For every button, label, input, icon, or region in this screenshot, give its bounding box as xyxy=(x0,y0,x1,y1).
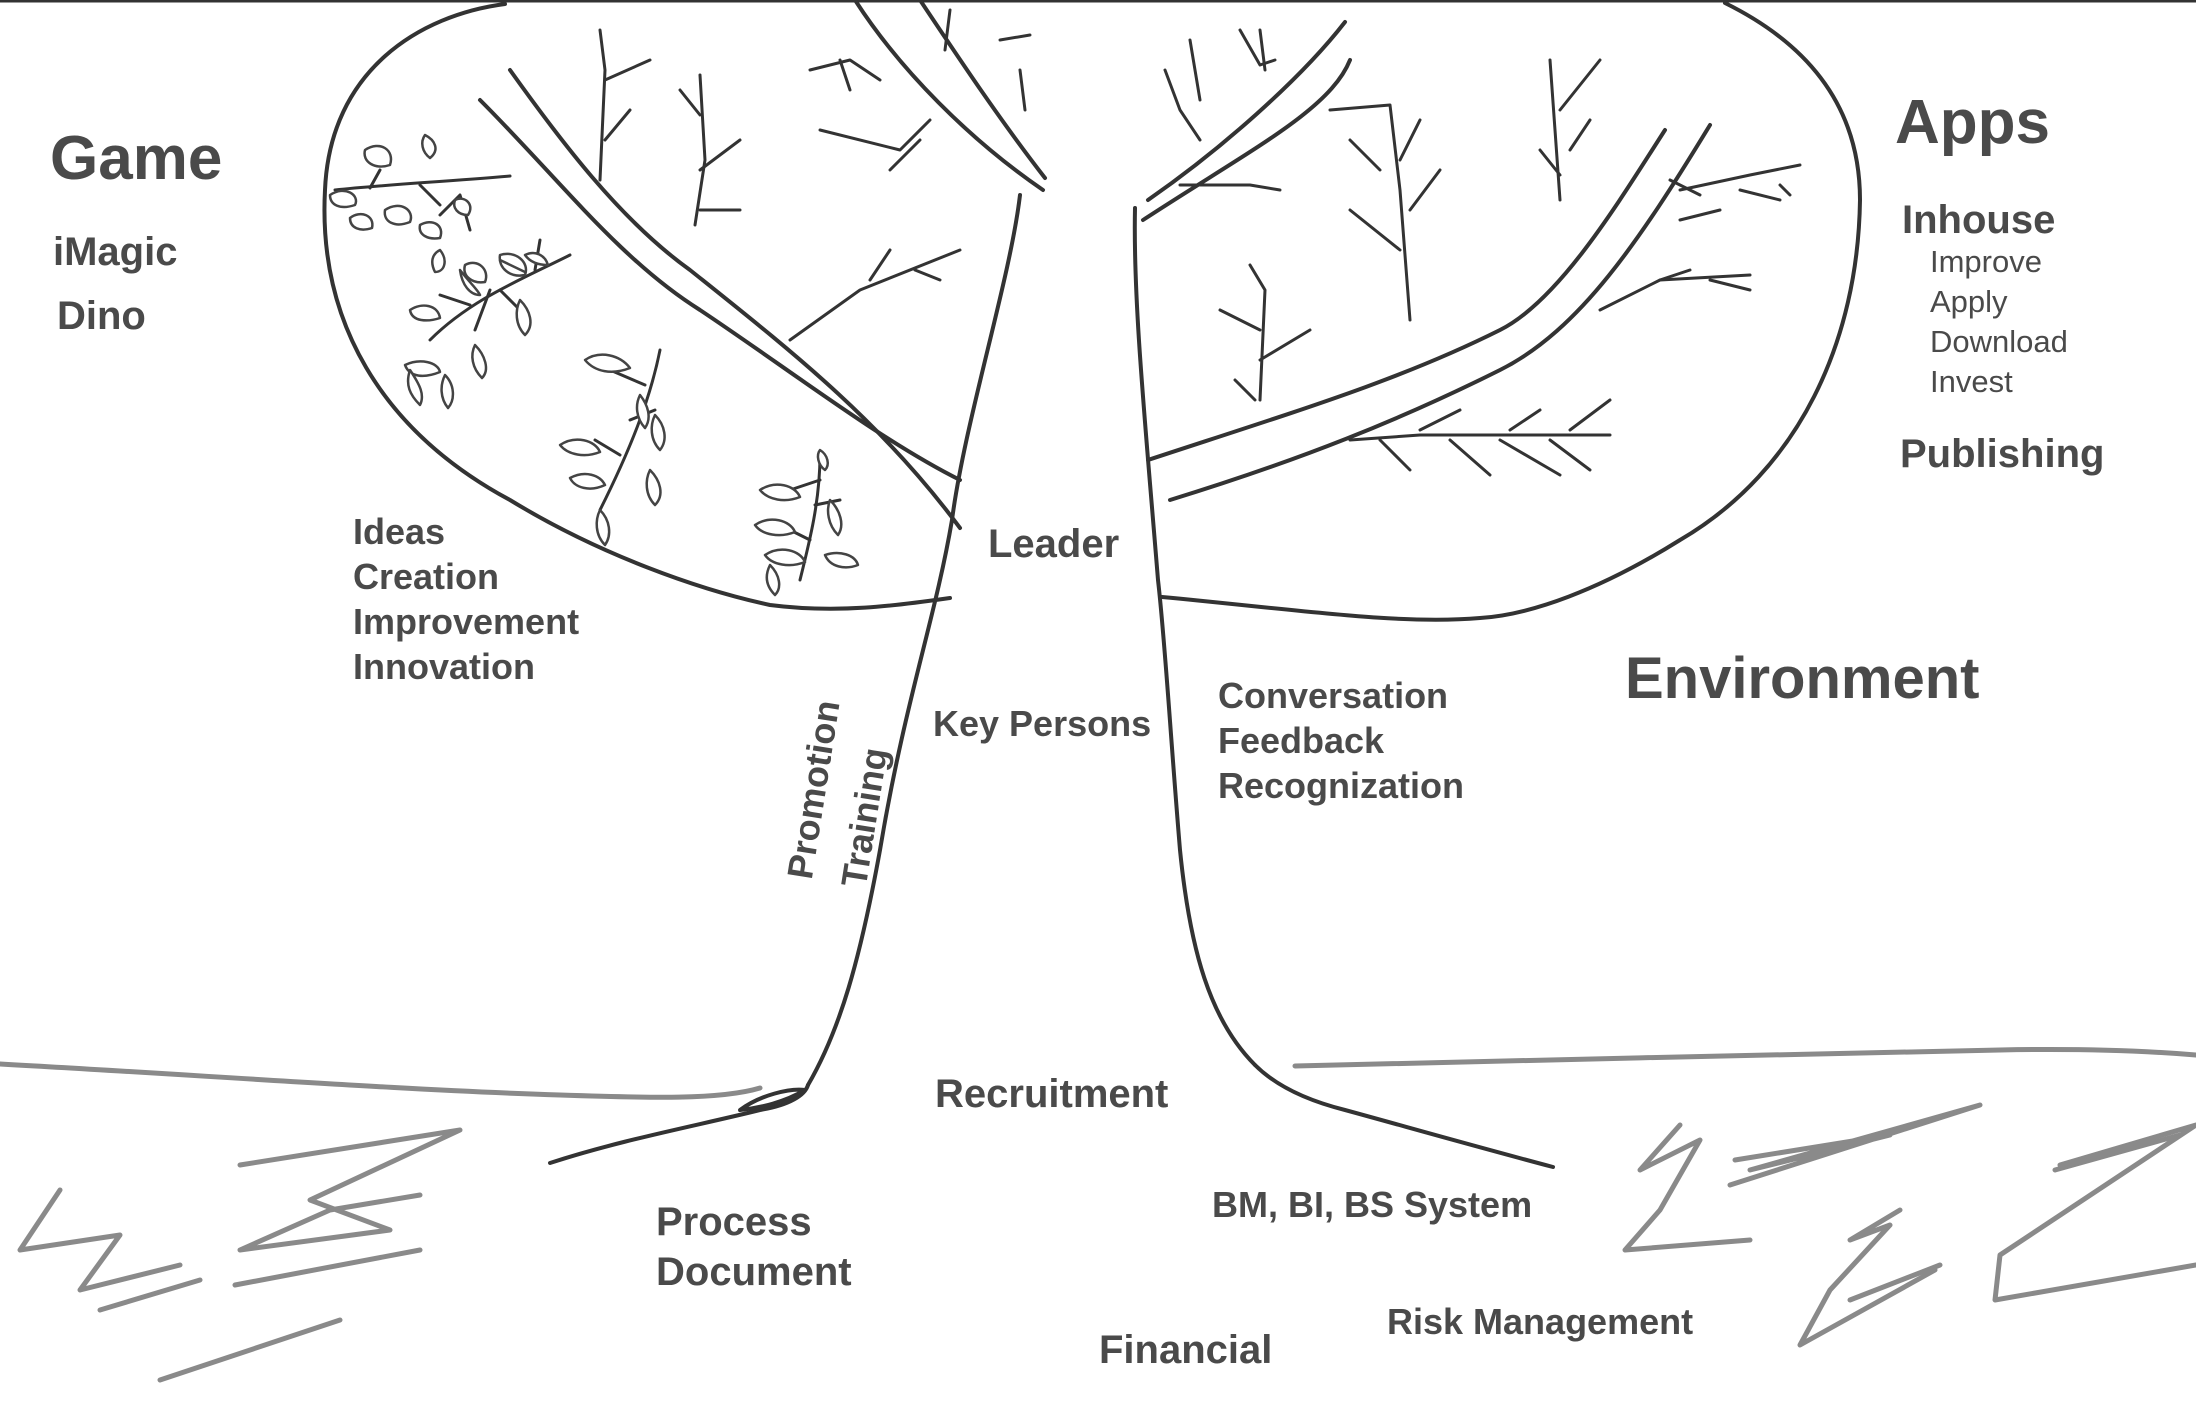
note-innovation: Innovation xyxy=(353,646,535,687)
inhouse-invest: Invest xyxy=(1930,364,2013,399)
branch-right-main-c xyxy=(1146,128,1667,462)
note-recognization: Recognization xyxy=(1218,765,1465,806)
game-title: Game xyxy=(50,124,223,193)
branch-left-top-b xyxy=(918,0,1047,180)
inhouse-label: Inhouse xyxy=(1902,198,2056,242)
scribble-right-1 xyxy=(1622,1122,1753,1253)
branch-right-main-d xyxy=(1168,123,1712,502)
leaves-left xyxy=(328,133,860,597)
root-process: Process xyxy=(656,1200,812,1244)
trunk-left xyxy=(806,193,1022,1087)
note-conversation: Conversation xyxy=(1218,675,1449,716)
scribble-right-5 xyxy=(1992,1122,2196,1303)
branch-right-main-a xyxy=(1141,58,1352,222)
scribble-left-1 xyxy=(17,1187,183,1293)
branch-right-main-b xyxy=(1146,20,1347,202)
scribble-right-2 xyxy=(1727,1102,1983,1188)
trunk-key-persons: Key Persons xyxy=(933,703,1152,744)
note-improvement: Improvement xyxy=(353,601,580,642)
scribble-left-4 xyxy=(157,1317,343,1383)
canopy-right-outline xyxy=(1160,1,1862,622)
twigs-right xyxy=(1163,28,1802,477)
root-financial: Financial xyxy=(1099,1328,1273,1372)
scribble-left-2 xyxy=(237,1127,463,1253)
leaf-branches-left xyxy=(333,168,842,582)
branch-left-main-b xyxy=(508,68,962,530)
root-left-knot xyxy=(738,1087,807,1112)
trunk-right xyxy=(1132,206,1257,1067)
root-system: BM, BI, BS System xyxy=(1212,1184,1533,1225)
scribble-left-3 xyxy=(97,1277,203,1313)
scribble-left-5 xyxy=(232,1247,423,1288)
note-creation: Creation xyxy=(353,556,500,597)
inhouse-download: Download xyxy=(1930,324,2068,359)
game-item-dino: Dino xyxy=(57,294,146,338)
root-document: Document xyxy=(656,1250,852,1294)
note-ideas: Ideas xyxy=(353,511,446,552)
scribble-right-3 xyxy=(1797,1207,1938,1348)
root-recruitment: Recruitment xyxy=(935,1072,1169,1116)
trunk-leader: Leader xyxy=(988,522,1120,566)
environment-label: Environment xyxy=(1625,646,1980,711)
inhouse-apply: Apply xyxy=(1930,284,2008,319)
canopy-left-outline xyxy=(322,2,952,611)
ground-left xyxy=(0,1061,763,1100)
inhouse-improve: Improve xyxy=(1930,244,2042,279)
branch-left-top-a xyxy=(853,0,1045,192)
branch-left-main-a xyxy=(478,98,962,482)
root-left xyxy=(548,1083,810,1165)
apps-title: Apps xyxy=(1895,88,2050,157)
root-risk-management: Risk Management xyxy=(1387,1301,1694,1342)
scribble-right-6 xyxy=(2052,1132,2183,1173)
publishing-label: Publishing xyxy=(1900,432,2105,476)
root-right xyxy=(1253,1063,1555,1169)
note-feedback: Feedback xyxy=(1218,720,1385,761)
twigs-left xyxy=(598,8,1032,342)
scribble-right-4 xyxy=(1847,1262,1943,1303)
ground-right xyxy=(1292,1046,2196,1069)
game-item-imagic: iMagic xyxy=(53,230,178,274)
